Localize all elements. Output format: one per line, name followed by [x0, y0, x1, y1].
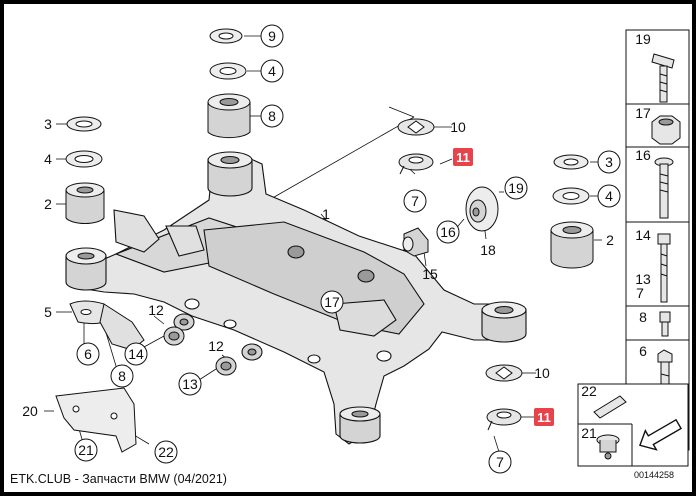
- highlighted-callout-h11b: 11: [534, 408, 554, 426]
- callout-label: 10: [450, 119, 466, 135]
- right-mount-parts: [550, 154, 594, 269]
- sidebar-label-s8: 8: [639, 309, 647, 325]
- callout-c12a: 12: [148, 302, 164, 318]
- sidebar-label-s7: 7: [636, 285, 644, 301]
- callout-label: 21: [78, 442, 94, 458]
- callout-label: 12: [148, 302, 164, 318]
- bolt-19-icon: [651, 53, 675, 103]
- top-mount-parts: [207, 28, 251, 139]
- sidebar-label-s14: 14: [635, 227, 651, 243]
- callout-label: 1: [322, 206, 330, 222]
- callout-c10b: 10: [534, 365, 550, 381]
- callout-c9: 9: [260, 24, 284, 48]
- callout-label: 4: [44, 151, 52, 167]
- highlighted-callout-h11a: 11: [453, 148, 473, 166]
- callout-c8top: 8: [260, 104, 284, 128]
- callout-c4a: 4: [260, 59, 284, 83]
- callout-c15: 15: [422, 266, 438, 282]
- callout-c3l: 3: [44, 116, 52, 132]
- callout-label: 3: [44, 116, 52, 132]
- callout-c8l: 8: [110, 364, 134, 388]
- box-label-s21: 21: [581, 425, 597, 441]
- callout-c21l: 21: [74, 438, 98, 462]
- callout-c7b: 7: [488, 450, 512, 474]
- highlighted-callout-label: 11: [537, 410, 551, 425]
- callout-c13l: 13: [178, 372, 202, 396]
- callout-label: 9: [268, 28, 276, 44]
- callout-c2l: 2: [44, 196, 52, 212]
- callout-label: 15: [422, 266, 438, 282]
- sidebar-label-s13: 13: [635, 271, 651, 287]
- box-label-s22: 22: [581, 383, 597, 399]
- callout-label: 8: [268, 108, 276, 124]
- callout-label: 18: [480, 242, 496, 258]
- callout-c5: 5: [44, 304, 52, 320]
- callout-label: 4: [605, 188, 613, 204]
- right-center-parts: [397, 118, 499, 257]
- sidebar-label-s17: 17: [635, 105, 651, 121]
- callout-label: 2: [44, 196, 52, 212]
- direction-arrow-icon: [639, 418, 683, 451]
- callout-label: 7: [496, 454, 504, 470]
- clip-22-icon: [593, 395, 627, 419]
- subframe: [65, 151, 527, 445]
- callout-c10a: 10: [450, 119, 466, 135]
- callout-c20: 20: [22, 403, 38, 419]
- left-lower-parts: [55, 300, 237, 453]
- callout-c4l: 4: [44, 151, 52, 167]
- callout-c14l: 14: [124, 342, 148, 366]
- callout-label: 19: [508, 180, 524, 196]
- callout-c18: 18: [480, 242, 496, 258]
- callout-c22l: 22: [154, 440, 178, 464]
- right-lower-parts: [485, 364, 523, 431]
- callout-c2r: 2: [606, 232, 614, 248]
- callout-label: 8: [118, 368, 126, 384]
- callout-label: 5: [44, 304, 52, 320]
- callout-c17m: 17: [320, 290, 344, 314]
- callout-c7a: 7: [403, 189, 427, 213]
- bolt-14-icon: [657, 233, 671, 303]
- callout-c12b: 12: [208, 338, 224, 354]
- fastener-sidebar: [625, 29, 690, 451]
- callout-c19m: 19: [504, 176, 528, 200]
- callout-label: 6: [84, 346, 92, 362]
- callout-label: 13: [182, 376, 198, 392]
- sidebar-label-s19: 19: [635, 31, 651, 47]
- callout-c16m: 16: [436, 220, 460, 244]
- sidebar-label-s16: 16: [635, 147, 651, 163]
- callout-label: 2: [606, 232, 614, 248]
- callout-c3r: 3: [597, 150, 621, 174]
- callout-label: 16: [440, 224, 456, 240]
- bolt-8-icon: [659, 311, 671, 337]
- callout-label: 3: [605, 154, 613, 170]
- callout-label: 7: [411, 193, 419, 209]
- callout-label: 20: [22, 403, 38, 419]
- document-id: 00144258: [634, 470, 675, 480]
- bottom-right-box: [577, 383, 689, 467]
- callout-label: 17: [324, 294, 340, 310]
- callout-label: 4: [268, 63, 276, 79]
- parts-diagram: 9483425682021221214121311710719161815342…: [22, 24, 690, 474]
- callout-c6l: 6: [76, 342, 100, 366]
- left-mount-parts: [65, 116, 105, 225]
- nut-17-icon: [651, 115, 681, 145]
- callout-c4r: 4: [597, 184, 621, 208]
- callout-label: 14: [128, 346, 144, 362]
- highlighted-callout-label: 11: [456, 150, 470, 165]
- callout-c1: 1: [322, 206, 330, 222]
- plug-21-icon: [596, 434, 620, 460]
- bolt-16-icon: [654, 157, 674, 219]
- callout-label: 10: [534, 365, 550, 381]
- sidebar-label-s6: 6: [639, 343, 647, 359]
- sidebar-label-layer: 19 17 16 14 137 8 6 22 21: [581, 31, 651, 441]
- footer-text: ETK.CLUB - Запчасти BMW (04/2021): [10, 472, 227, 486]
- callout-label: 12: [208, 338, 224, 354]
- callout-label: 22: [158, 444, 174, 460]
